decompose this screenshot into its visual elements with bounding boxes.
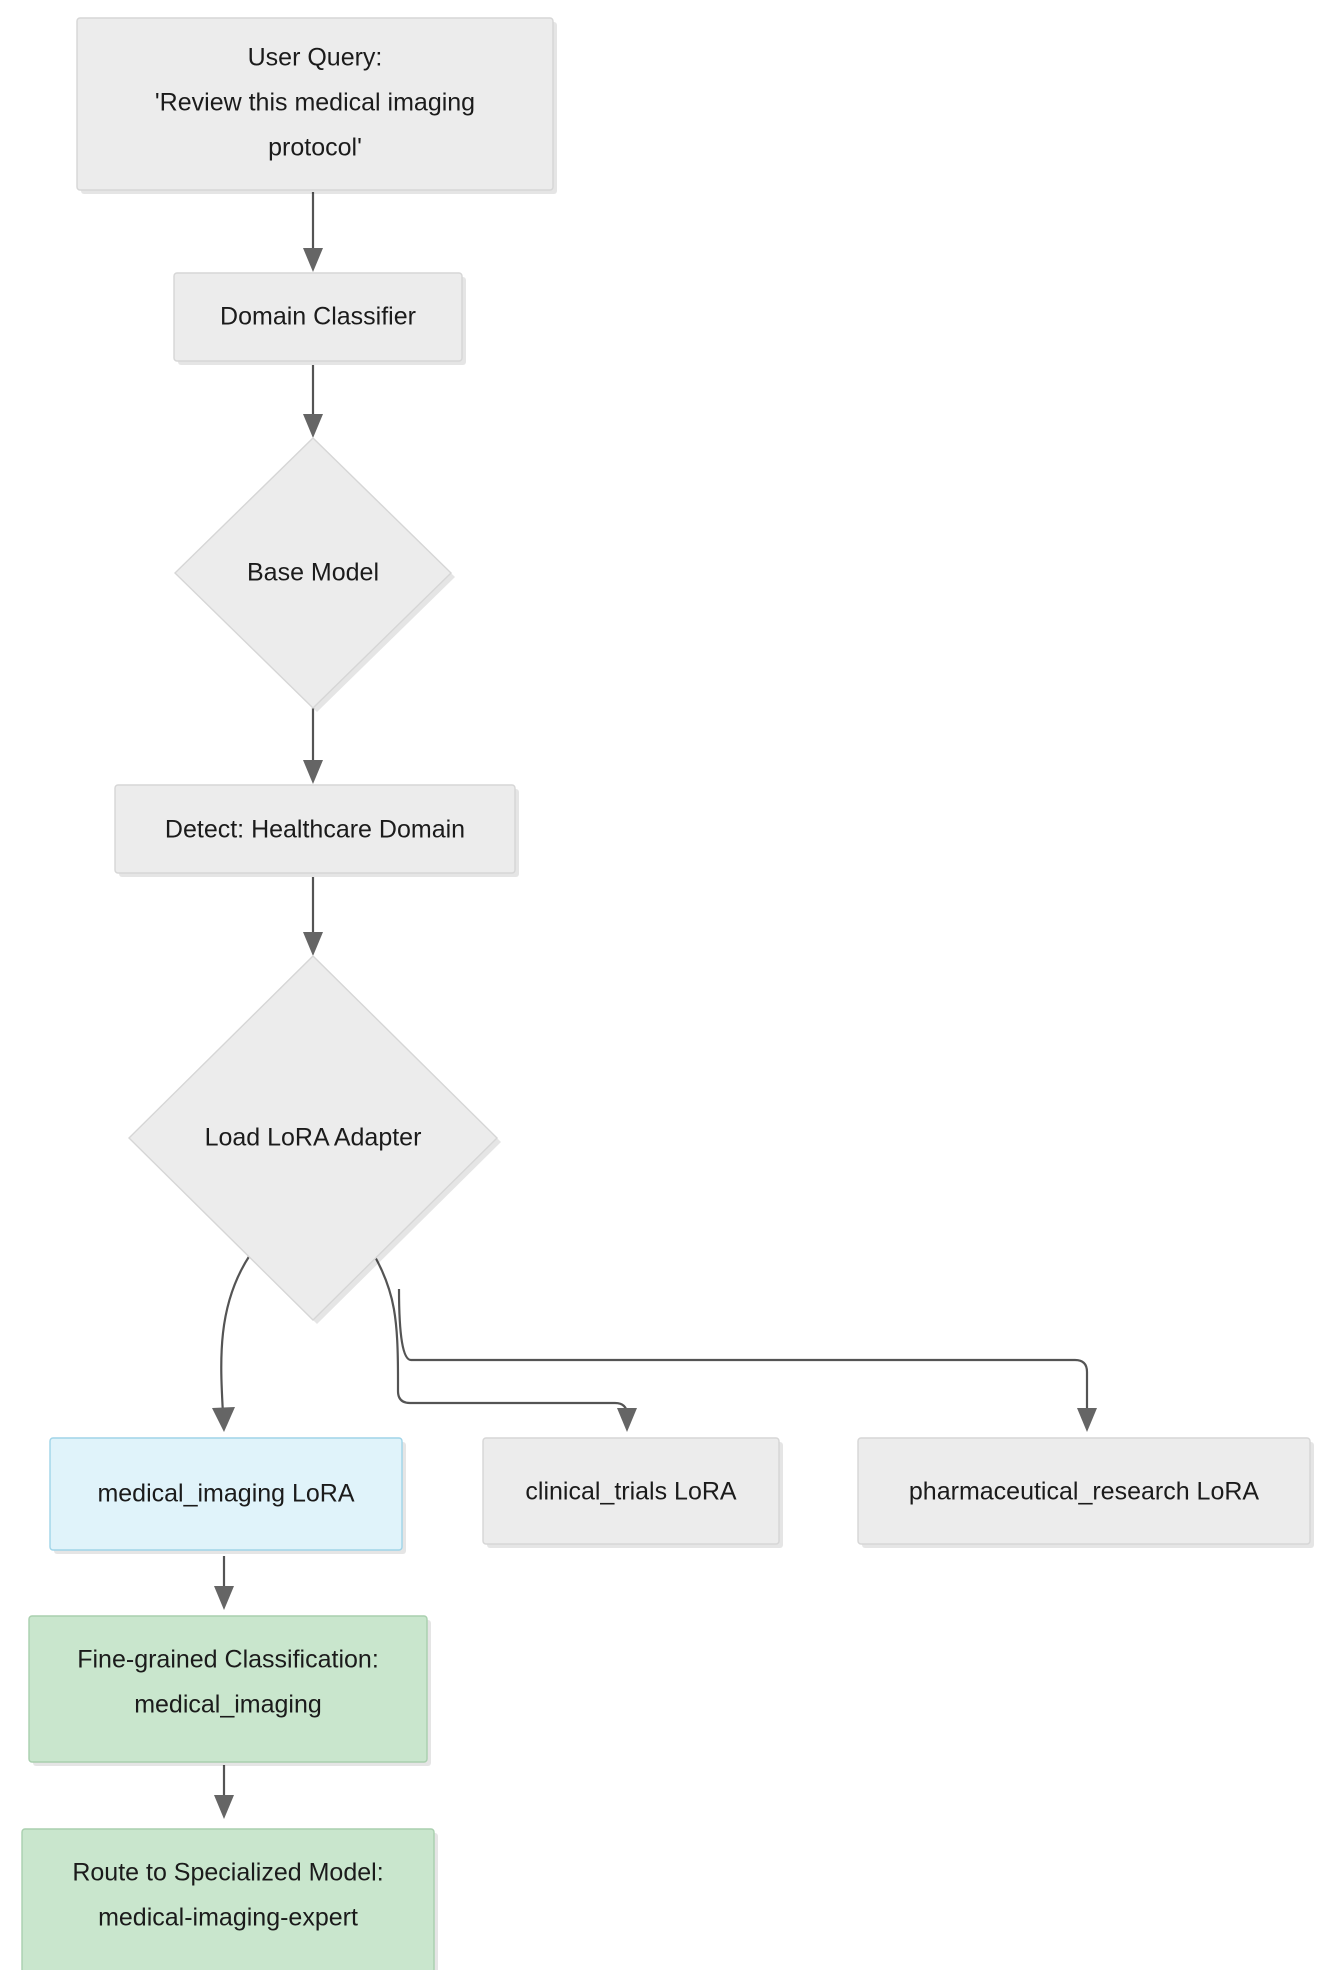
node-base-model-shape[interactable]: [173, 437, 453, 709]
node-medical-imaging-lora[interactable]: medical_imaging LoRA: [49, 1437, 406, 1554]
node-user-query-shape[interactable]: [76, 17, 554, 191]
node-fine-grained-classification-label-line-1: medical_imaging: [134, 1691, 322, 1719]
node-clinical-trials-lora-shape[interactable]: [482, 1437, 780, 1545]
node-user-query-label-line-0: User Query:: [248, 44, 383, 72]
node-layer: User Query: 'Review this medical imaging…: [21, 17, 1314, 1970]
node-route-to-specialized-model-shape[interactable]: [21, 1828, 435, 1970]
node-route-to-specialized-model-label-line-1: medical-imaging-expert: [98, 1904, 358, 1932]
node-detect-healthcare-label: Detect: Healthcare Domain: [165, 816, 465, 844]
node-fine-grained-classification[interactable]: Fine-grained Classification: medical_ima…: [28, 1615, 431, 1766]
edge-load-lora-adapter-to-clinical-trials-lora: [373, 1254, 637, 1432]
node-route-to-specialized-model[interactable]: Route to Specialized Model: medical-imag…: [21, 1828, 438, 1970]
edge-fine-grained-classification-to-route-to-specialized-model: [214, 1765, 234, 1819]
node-route-to-specialized-model-label-line-0: Route to Specialized Model:: [72, 1859, 383, 1887]
node-medical-imaging-lora-shape[interactable]: [49, 1437, 403, 1551]
node-detect-healthcare-shape[interactable]: [114, 784, 516, 874]
edge-user-query-to-domain-classifier: [303, 192, 323, 272]
node-clinical-trials-lora-label: clinical_trials LoRA: [525, 1478, 737, 1506]
node-pharmaceutical-research-lora[interactable]: pharmaceutical_research LoRA: [857, 1437, 1314, 1548]
node-fine-grained-classification-shape[interactable]: [28, 1615, 428, 1763]
node-load-lora-adapter[interactable]: Load LoRA Adapter: [128, 955, 501, 1324]
node-detect-healthcare[interactable]: Detect: Healthcare Domain: [114, 784, 519, 877]
node-load-lora-adapter-label: Load LoRA Adapter: [205, 1124, 422, 1152]
node-user-query-label-line-1: 'Review this medical imaging: [155, 89, 475, 117]
node-domain-classifier[interactable]: Domain Classifier: [173, 272, 466, 365]
edge-detect-healthcare-to-load-lora-adapter: [303, 877, 323, 956]
edge-medical-imaging-lora-to-fine-grained-classification: [214, 1556, 234, 1610]
node-user-query-label-line-2: protocol': [268, 134, 362, 162]
edge-domain-classifier-to-base-model: [303, 365, 323, 438]
edge-base-model-to-detect-healthcare: [303, 708, 323, 784]
node-base-model-label: Base Model: [247, 559, 379, 587]
node-domain-classifier-label: Domain Classifier: [220, 303, 416, 331]
node-base-model[interactable]: Base Model: [173, 437, 455, 712]
node-user-query[interactable]: User Query: 'Review this medical imaging…: [76, 17, 557, 194]
node-clinical-trials-lora[interactable]: clinical_trials LoRA: [482, 1437, 783, 1548]
node-fine-grained-classification-label-line-0: Fine-grained Classification:: [77, 1646, 379, 1674]
node-pharmaceutical-research-lora-shape[interactable]: [857, 1437, 1311, 1545]
edge-load-lora-adapter-to-medical-imaging-lora: [212, 1254, 251, 1432]
node-domain-classifier-shape[interactable]: [173, 272, 463, 362]
edge-load-lora-adapter-to-pharmaceutical-research-lora: [397, 1288, 1097, 1432]
node-load-lora-adapter-shape[interactable]: [128, 955, 498, 1321]
edge-layer: [212, 192, 1097, 1819]
node-pharmaceutical-research-lora-label: pharmaceutical_research LoRA: [909, 1478, 1260, 1506]
node-medical-imaging-lora-label: medical_imaging LoRA: [97, 1480, 354, 1508]
